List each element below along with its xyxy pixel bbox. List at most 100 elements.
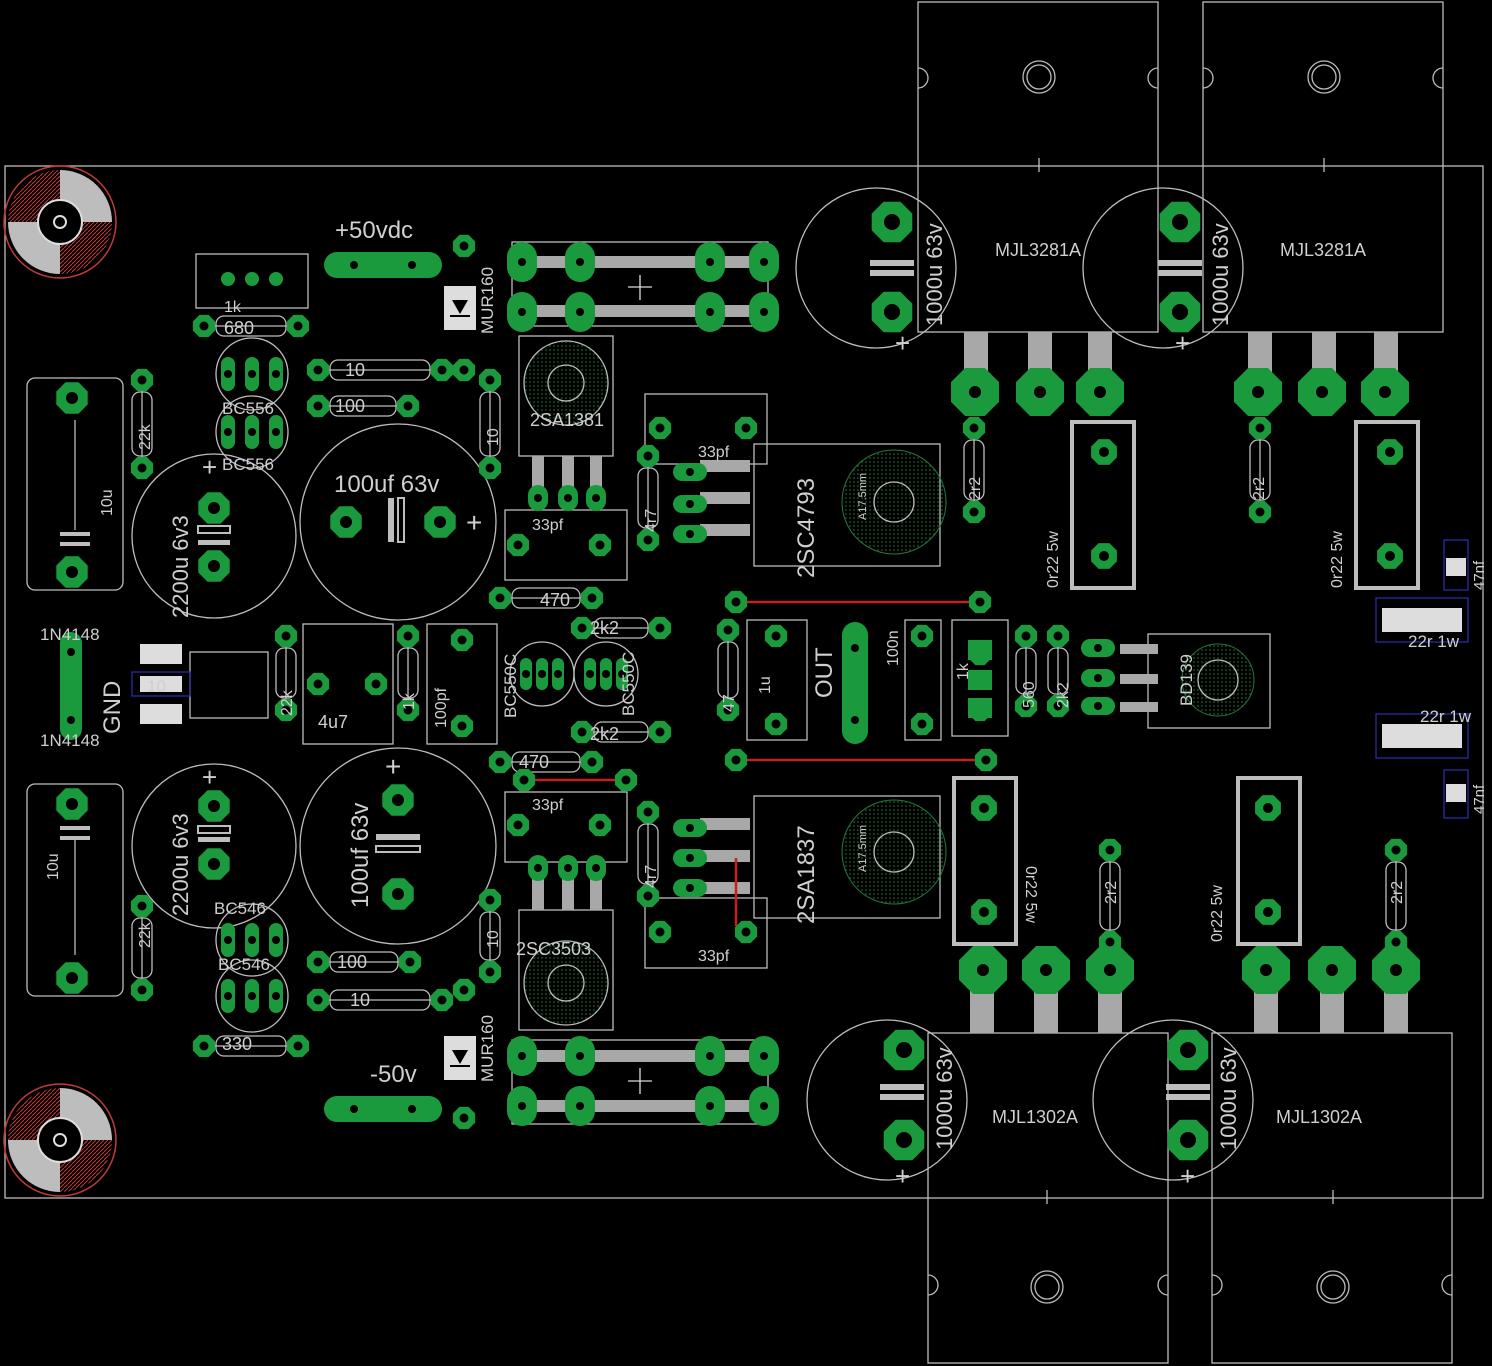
red-jumpers: [524, 600, 986, 926]
label-r-470-a: 470: [540, 590, 570, 610]
cap-1000u-4: +: [1092, 1019, 1254, 1191]
svg-text:+: +: [895, 1161, 910, 1191]
label-r-2k2-b: 2k2: [590, 724, 619, 744]
label-c-1000-3: 1000u 63v: [932, 1047, 957, 1150]
label-out: OUT: [811, 647, 838, 698]
label-c-33pf-4: 33pf: [698, 948, 730, 965]
resistor-0r22-2: [1354, 420, 1420, 590]
cap-1000u-1: +: [795, 187, 957, 358]
label-r-470-b: 470: [519, 752, 549, 772]
label-r-330: 330: [222, 1034, 252, 1054]
label-c-33pf-2: 33pf: [532, 797, 564, 814]
label-c-100uf-top: 100uf 63v: [334, 471, 439, 498]
label-c-2200-top: 2200u 6v3: [168, 515, 193, 618]
transistor-mjl3281a-left: [917, 1, 1159, 333]
label-d1: 1N4148: [40, 625, 100, 644]
label-q-2sc4793: 2SC4793: [793, 478, 820, 578]
label-c-1000-1: 1000u 63v: [922, 223, 947, 326]
svg-text:+: +: [466, 507, 482, 538]
label-r-4r7-a: 4r7: [643, 509, 660, 532]
heatsink-footprints: [524, 341, 1255, 1025]
transistor-mjl3281a-right: [1202, 1, 1444, 333]
label-r-2k2-a: 2k2: [590, 618, 619, 638]
label-c-1u: 1u: [757, 676, 774, 694]
label-c-4u7: 4u7: [318, 712, 348, 732]
label-r-0r22-4: 0r22 5w: [1209, 885, 1226, 942]
svg-text:+: +: [202, 452, 217, 482]
cap-2200u-bottom: +: [131, 762, 297, 929]
cap-1000u-2: +: [1082, 187, 1244, 358]
text-labels: +50vdc -50v 1k 680 330 10 100 100 10 BC5…: [40, 217, 1488, 1150]
label-r-47: 47: [721, 694, 738, 712]
label-r-10-top: 10: [345, 360, 365, 380]
label-c-33pf-1: 33pf: [532, 517, 564, 534]
svg-text:+: +: [1175, 328, 1190, 358]
label-q-bc556-1: BC556: [222, 399, 274, 418]
label-q-bc550-1: BC550C: [501, 654, 520, 718]
pads-layer: [56, 201, 1420, 1161]
cap-2200u-top: +: [131, 452, 297, 619]
label-q-2sa1381: 2SA1381: [530, 410, 604, 430]
cap-100uf-bottom: +: [299, 747, 497, 945]
label-q-bc550-2: BC550C: [619, 652, 638, 716]
fuse-holder-top: [510, 241, 770, 327]
label-c-2200-bot: 2200u 6v3: [168, 813, 193, 916]
svg-text:+: +: [385, 751, 401, 782]
svg-text:+: +: [202, 762, 217, 792]
label-supply-neg: -50v: [370, 1061, 417, 1088]
label-r-100-top: 100: [335, 396, 365, 416]
label-r-2r2-3: 2r2: [1103, 881, 1120, 904]
cap-100uf-top: +: [299, 423, 497, 621]
label-supply-pos: +50vdc: [335, 217, 413, 244]
label-c-100n: 100n: [885, 630, 902, 666]
label-q-bc546-1: BC546: [214, 899, 266, 918]
label-q-mjl1302-2: MJL1302A: [1276, 1107, 1362, 1127]
resistor-0r22-1: [1070, 420, 1136, 590]
label-r-22k-c: 22k: [137, 921, 154, 948]
smd-parts: [131, 539, 1469, 819]
fuse-holder-bottom: [510, 1039, 770, 1125]
label-q-bc556-2: BC556: [222, 455, 274, 474]
label-q-bd139: BD139: [1177, 654, 1196, 706]
label-r-4r7-b: 4r7: [643, 865, 660, 888]
label-r-10-mid: 10: [147, 677, 166, 696]
label-c-1000-2: 1000u 63v: [1208, 223, 1233, 326]
label-r-0r22-1: 0r22 5w: [1045, 531, 1062, 588]
label-r-10-vert-top: 10: [485, 428, 502, 446]
label-r-22r-bot: 22r 1w: [1420, 707, 1472, 726]
label-r-10-vert-bot: 10: [485, 930, 502, 948]
label-r-22r-top: 22r 1w: [1408, 632, 1460, 651]
label-q-2sa1837: 2SA1837: [793, 825, 820, 924]
label-r-22k-b: 22k: [279, 689, 296, 716]
svg-text:+: +: [895, 328, 910, 358]
label-d2: 1N4148: [40, 731, 100, 750]
label-q-mjl3281-1: MJL3281A: [995, 240, 1081, 260]
label-q-mjl3281-2: MJL3281A: [1280, 240, 1366, 260]
label-r-2k2-c: 2k2: [1055, 682, 1072, 708]
label-q-2sc3503: 2SC3503: [516, 939, 591, 959]
label-q-mjl1302-1: MJL1302A: [992, 1107, 1078, 1127]
label-gnd: GND: [99, 681, 126, 734]
svg-text:+: +: [1180, 1161, 1195, 1191]
label-c-100pf: 100pf: [433, 687, 450, 728]
label-heatsink-2: A17.5mm: [857, 825, 869, 872]
resistor-0r22-4: [1236, 776, 1302, 946]
label-c-100uf-bot: 100uf 63v: [347, 803, 374, 908]
label-c-47nf-bot: 47nf: [1471, 784, 1488, 814]
label-r-0r22-2: 0r22 5w: [1329, 531, 1346, 588]
label-c-1000-4: 1000u 63v: [1216, 1047, 1241, 1150]
label-q-bc546-2: BC546: [218, 955, 270, 974]
label-r-1k-trim: 1k: [224, 299, 242, 316]
label-r-2r2-4: 2r2: [1389, 881, 1406, 904]
label-r-680: 680: [224, 318, 254, 338]
label-r-1k-in: 1k: [401, 692, 418, 710]
label-c-10u-bot: 10u: [45, 853, 62, 880]
label-c-10u-top: 10u: [99, 489, 116, 516]
label-c-33pf-3: 33pf: [698, 444, 730, 461]
resistor-0r22-3: [952, 776, 1018, 946]
label-r-22k-a: 22k: [137, 423, 154, 450]
label-diode-bot: MUR160: [478, 1015, 497, 1082]
label-c-47nf-top: 47nf: [1471, 560, 1488, 590]
cap-10u-top: [26, 377, 124, 591]
